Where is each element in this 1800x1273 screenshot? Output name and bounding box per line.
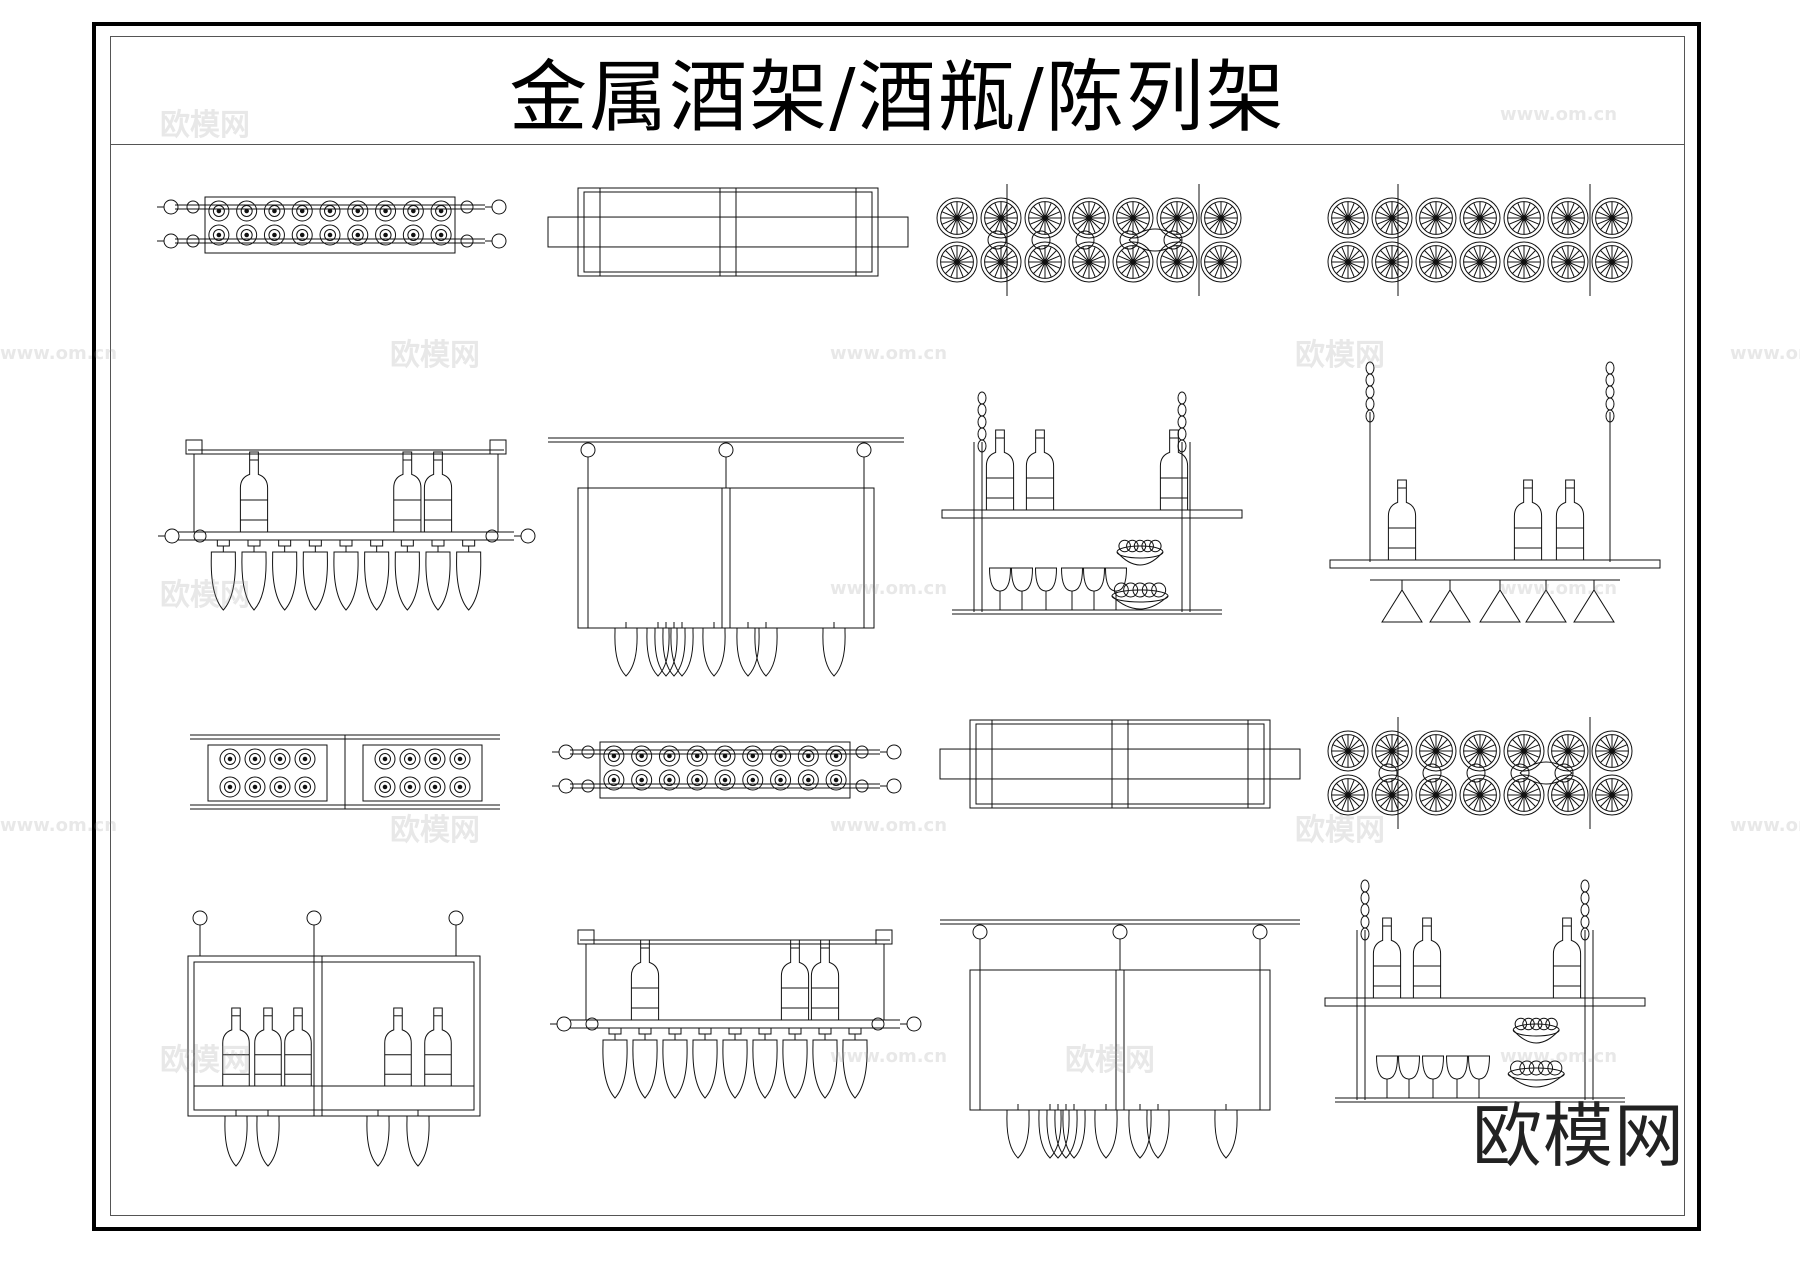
watermark-text: 欧模网 [1065, 1043, 1155, 1078]
watermark-url: www.om.cn [830, 578, 948, 599]
hanging-panel-rack-2 [940, 919, 1300, 1159]
title-divider [110, 144, 1685, 145]
watermark-text: 欧模网 [160, 578, 250, 613]
wheel-rack-top-view-2 [1327, 184, 1633, 296]
box-shelf-top-view-1 [547, 187, 909, 277]
drawing-outer-frame [92, 22, 1701, 1231]
wine-rack-top-view-1 [157, 196, 507, 254]
wheel-rack-top-view-1 [936, 184, 1242, 296]
watermark-url: www.om.cn [1730, 815, 1800, 836]
watermark-text: 欧模网 [160, 1043, 250, 1078]
sheet-title: 金属酒架/酒瓶/陈列架 [509, 53, 1286, 143]
box-shelf-top-view-2 [939, 719, 1301, 809]
wheel-rack-top-view-3 [1327, 717, 1633, 829]
wine-rack-top-view-2 [552, 741, 902, 799]
watermark-url: www.om.cn [830, 815, 948, 836]
watermark-url: www.om.cn [830, 343, 948, 364]
chain-shelf-bottles-glasses-1 [941, 391, 1243, 615]
double-bottle-rack-top-view-1 [190, 734, 500, 810]
watermark-text: 欧模网 [1295, 813, 1385, 848]
watermark-url: www.om.cn [1500, 104, 1618, 125]
watermark-url: www.om.cn [830, 1046, 948, 1067]
watermark-text: 欧模网 [160, 108, 250, 143]
rail-rack-glasses-1 [158, 439, 536, 611]
watermark-url: www.om.cn [0, 815, 118, 836]
watermark-text: 欧模网 [390, 813, 480, 848]
watermark-text: 欧模网 [390, 338, 480, 373]
brand-logo-text: 欧模网 [1472, 1095, 1685, 1177]
watermark-text: 欧模网 [1295, 338, 1385, 373]
chain-shelf-cones-1 [1329, 361, 1661, 623]
chain-shelf-bottles-glasses-2 [1324, 879, 1646, 1103]
hanging-panel-rack-1 [548, 437, 904, 677]
watermark-url: www.om.cn [1500, 1046, 1618, 1067]
frame-rack-bottles-glasses-1 [187, 910, 481, 1167]
watermark-url: www.om.cn [1730, 343, 1800, 364]
rail-rack-glasses-2 [550, 929, 922, 1099]
watermark-url: www.om.cn [0, 343, 118, 364]
watermark-url: www.om.cn [1500, 578, 1618, 599]
drawing-inner-frame [110, 36, 1685, 1216]
